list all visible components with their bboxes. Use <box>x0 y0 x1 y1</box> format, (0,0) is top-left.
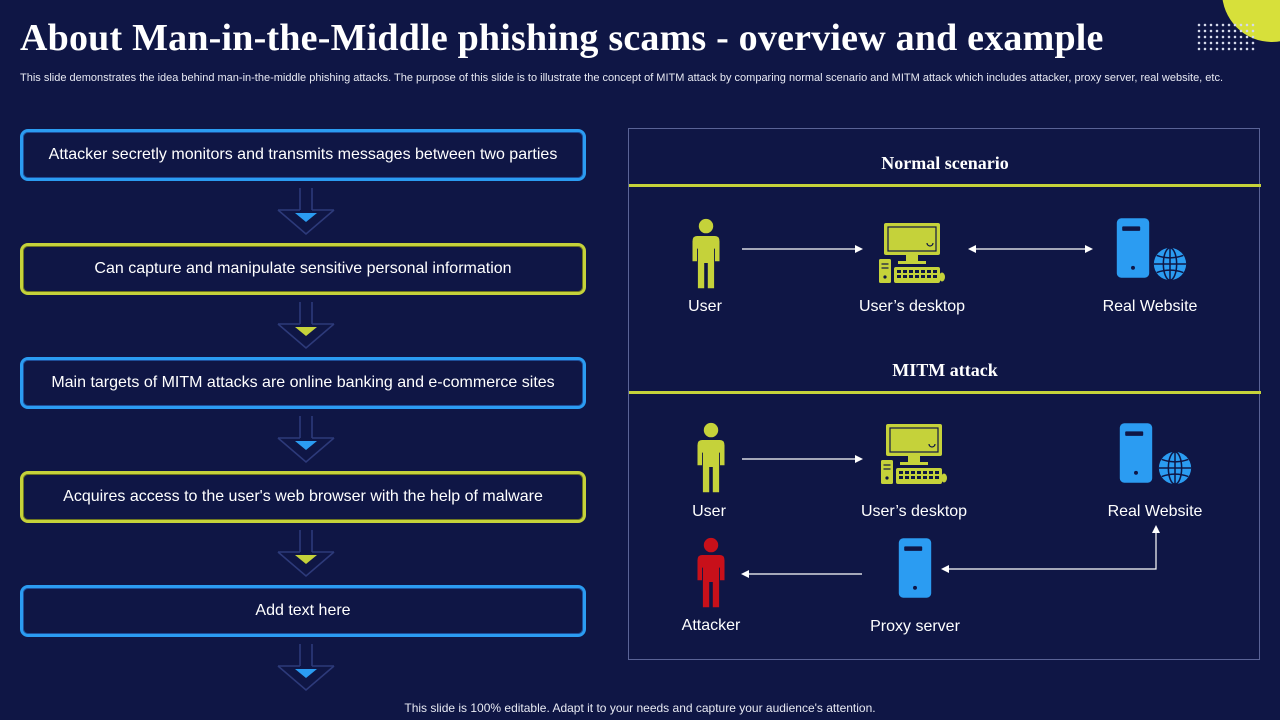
slide-subtitle: This slide demonstrates the idea behind … <box>20 72 1224 84</box>
normal-separator <box>629 184 1261 187</box>
mitm-desktop-label: User’s desktop <box>860 503 968 520</box>
flow-arrows <box>741 245 1160 578</box>
chevron-down-icon <box>276 302 336 350</box>
normal-user-label: User <box>688 298 722 315</box>
mitm-website-label: Real Website <box>1107 503 1203 520</box>
step-box-2: Can capture and manipulate sensitive per… <box>20 243 586 295</box>
normal-scenario-title: Normal scenario <box>881 153 1009 173</box>
decorative-dot-grid <box>1196 22 1256 52</box>
chevron-down-icon <box>276 530 336 578</box>
chevron-down-icon <box>276 188 336 236</box>
normal-desktop-label: User’s desktop <box>858 298 966 315</box>
scenario-panel: Normal scenario User User’s desktop Real… <box>628 128 1261 660</box>
mitm-separator <box>629 391 1261 394</box>
step-box-3: Main targets of MITM attacks are online … <box>20 357 586 409</box>
chevron-down-icon <box>276 416 336 464</box>
arrow-website-to-proxy <box>947 531 1157 570</box>
footer-note: This slide is 100% editable. Adapt it to… <box>404 701 876 715</box>
proxy-server-label: Proxy server <box>870 618 960 635</box>
mitm-user-label: User <box>692 503 726 520</box>
step-box-4: Acquires access to the user's web browse… <box>20 471 586 523</box>
normal-website-label: Real Website <box>1102 298 1198 315</box>
attacker-label: Attacker <box>681 617 741 634</box>
step-box-5: Add text here <box>20 585 586 637</box>
chevron-down-icon <box>276 644 336 692</box>
slide-title: About Man-in-the-Middle phishing scams -… <box>20 17 1104 59</box>
mitm-attack-title: MITM attack <box>892 360 998 380</box>
step-box-1: Attacker secretly monitors and transmits… <box>20 129 586 181</box>
